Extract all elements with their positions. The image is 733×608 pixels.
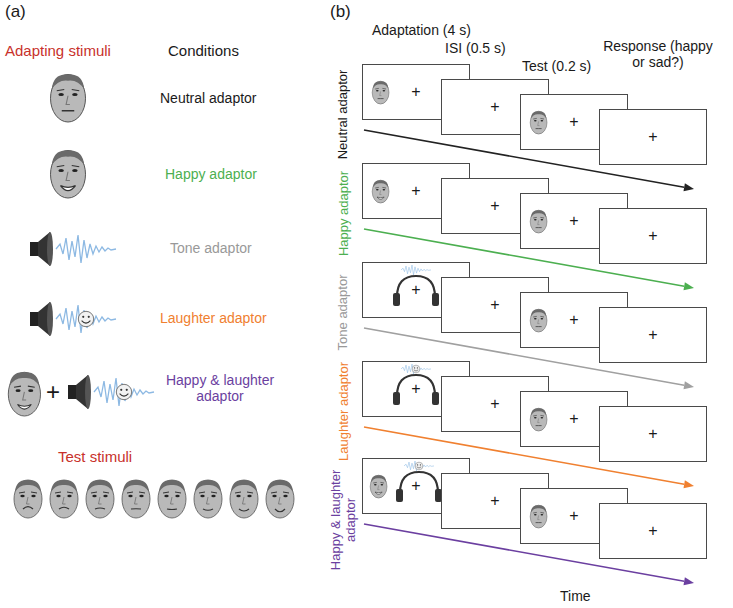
row-label: Neutral adaptor <box>336 69 351 159</box>
fixation-cross: + <box>490 493 499 509</box>
phase-label: Adaptation (4 s) <box>372 22 471 38</box>
fixation-cross: + <box>569 312 578 328</box>
screen-frame: + <box>599 109 707 165</box>
panel-letter: (b) <box>330 2 351 22</box>
screen-frame: + <box>599 307 707 363</box>
axis-label: Time <box>560 588 591 604</box>
fixation-cross: + <box>411 282 420 298</box>
fixation-cross: + <box>648 327 657 343</box>
fixation-cross: + <box>411 478 420 494</box>
fixation-cross: + <box>569 508 578 524</box>
fixation-cross: + <box>490 198 499 214</box>
row-label: Happy & laughter adaptor <box>329 464 359 576</box>
fixation-cross: + <box>569 114 578 130</box>
row-label: Tone adaptor <box>336 274 351 350</box>
fixation-cross: + <box>648 426 657 442</box>
phase-label: Test (0.2 s) <box>522 58 591 74</box>
fixation-cross: + <box>490 396 499 412</box>
fixation-cross: + <box>648 228 657 244</box>
fixation-cross: + <box>648 129 657 145</box>
fixation-cross: + <box>490 99 499 115</box>
phase-label: ISI (0.5 s) <box>445 40 506 56</box>
phase-label: Response (happy or sad?) <box>602 38 714 70</box>
fixation-cross: + <box>569 411 578 427</box>
section-heading: Test stimuli <box>58 448 132 465</box>
condition-label: Happy adaptor <box>165 166 257 182</box>
row-label: Laughter adaptor <box>337 361 352 460</box>
panel-letter: (a) <box>5 2 26 22</box>
condition-label: Happy & laughter adaptor <box>165 372 275 404</box>
fixation-cross: + <box>648 523 657 539</box>
screen-frame: + <box>599 503 707 559</box>
condition-label: Neutral adaptor <box>160 90 257 106</box>
fixation-cross: + <box>490 297 499 313</box>
fixation-cross: + <box>411 183 420 199</box>
section-heading: Adapting stimuli <box>5 42 111 59</box>
screen-frame: + <box>599 406 707 462</box>
fixation-cross: + <box>411 381 420 397</box>
condition-label: Laughter adaptor <box>160 310 267 326</box>
fixation-cross: + <box>569 213 578 229</box>
plus-sign: + <box>46 378 60 406</box>
section-heading: Conditions <box>168 42 239 59</box>
condition-label: Tone adaptor <box>170 240 252 256</box>
screen-frame: + <box>599 208 707 264</box>
row-label: Happy adaptor <box>337 170 352 255</box>
fixation-cross: + <box>411 84 420 100</box>
